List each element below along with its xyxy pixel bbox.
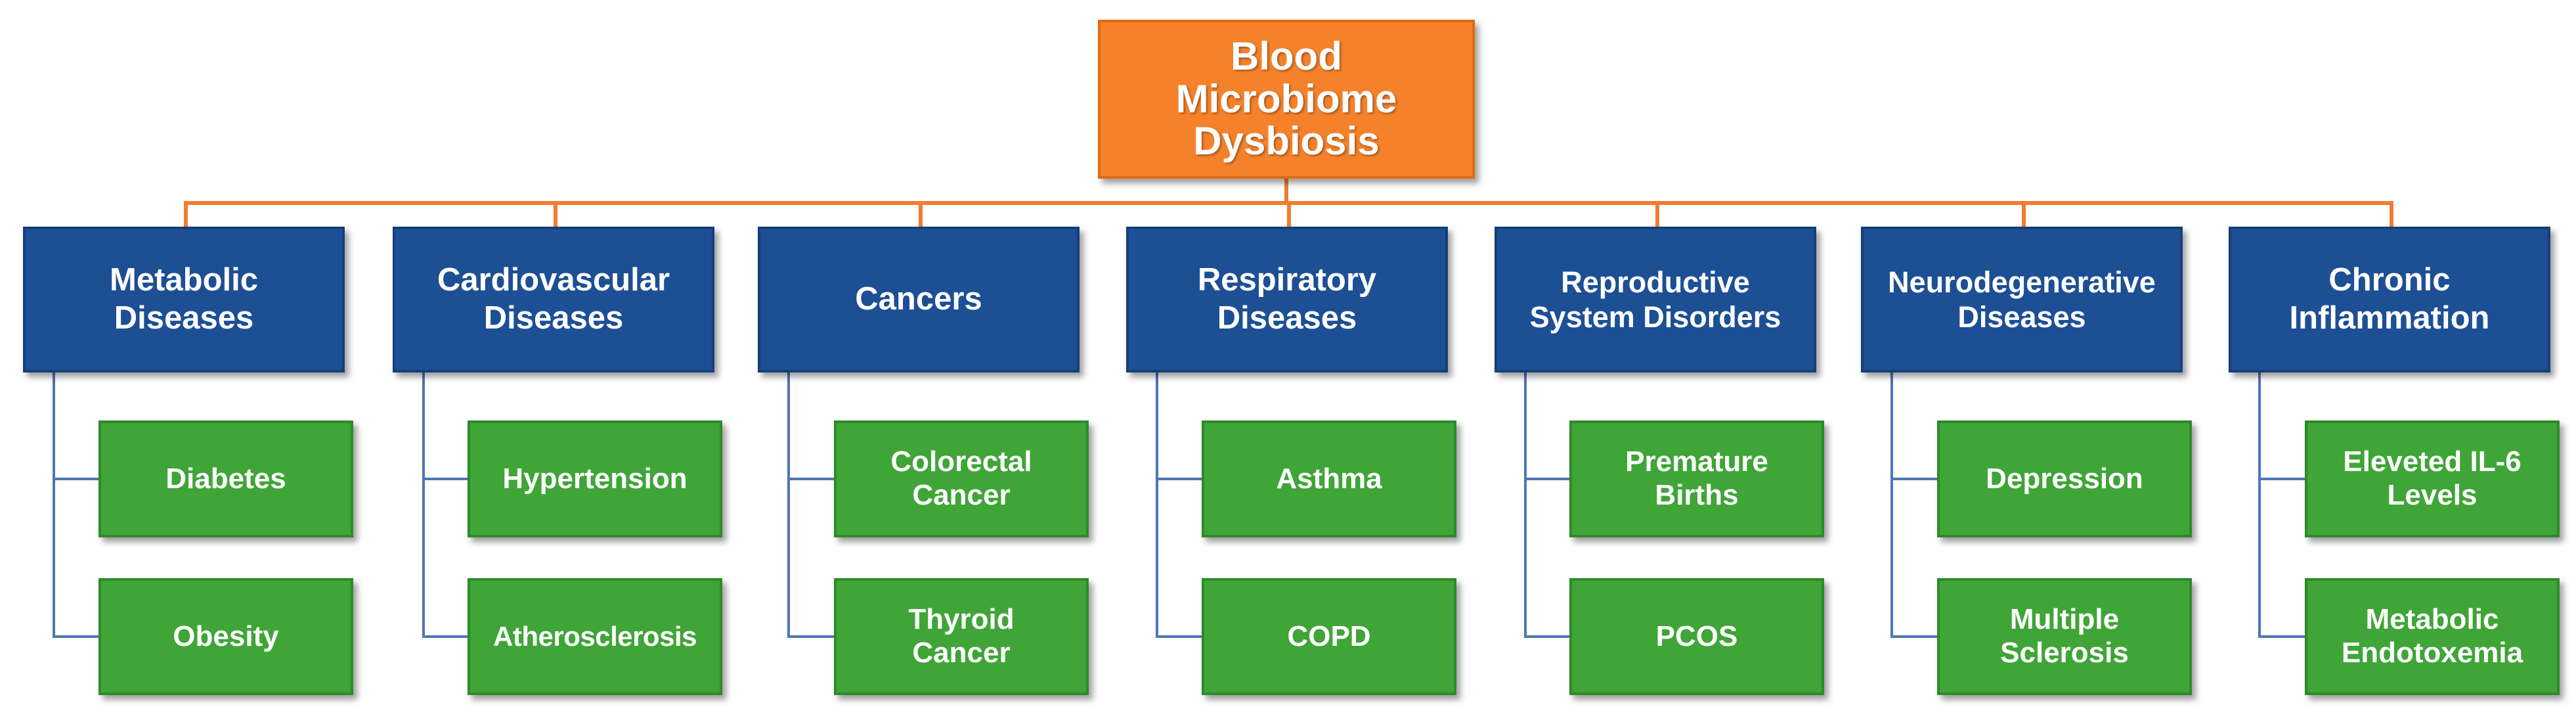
leaf-node-hypertension: Hypertension [468,420,722,537]
child-branch-connector [2258,478,2305,480]
category-label: Cardiovascular Diseases [437,262,670,336]
category-label: Cancers [855,281,982,317]
child-branch-connector [1524,478,1571,480]
child-branch-connector [1890,635,1938,638]
child-branch-connector [787,635,835,638]
leaf-label: Atherosclerosis [493,620,697,652]
category-node-chronic-inflammation: Chronic Inflammation [2229,227,2550,373]
child-spine-connector [422,373,425,637]
child-spine-connector [2258,373,2261,637]
leaf-label: Depression [1986,462,2143,495]
category-drop-connector [919,201,923,227]
leaf-label: Asthma [1276,462,1382,495]
leaf-label: Multiple Sclerosis [2000,603,2129,669]
leaf-label: Thyroid Cancer [908,603,1015,669]
category-node-reproductive: Reproductive System Disorders [1495,227,1816,373]
child-spine-connector [53,373,55,637]
leaf-label: Obesity [173,620,279,652]
category-label: Metabolic Diseases [110,262,258,336]
root-connector [1284,176,1288,205]
category-node-metabolic: Metabolic Diseases [23,227,345,373]
leaf-node-pcos: PCOS [1569,578,1824,695]
leaf-label: Eleveted IL-6 Levels [2343,445,2521,511]
child-branch-connector [1890,478,1938,480]
child-branch-connector [2258,635,2305,638]
leaf-node-elevated-il6: Eleveted IL-6 Levels [2305,420,2560,537]
child-branch-connector [1156,635,1203,638]
category-drop-connector [2022,201,2026,227]
leaf-label: Colorectal Cancer [890,445,1032,511]
category-label: Neurodegenerative Diseases [1888,265,2156,334]
root-node-label: Blood Microbiome Dysbiosis [1175,34,1397,164]
leaf-label: PCOS [1655,620,1738,652]
category-drop-connector [184,201,188,227]
child-branch-connector [53,478,100,480]
leaf-label: Diabetes [165,462,286,495]
child-branch-connector [422,635,469,638]
category-label: Chronic Inflammation [2289,262,2490,336]
leaf-node-obesity: Obesity [98,578,353,695]
child-branch-connector [422,478,469,480]
leaf-label: COPD [1287,620,1371,652]
child-spine-connector [1156,373,1158,637]
leaf-label: Metabolic Endotoxemia [2341,603,2523,669]
category-drop-connector [554,201,557,227]
root-node: Blood Microbiome Dysbiosis [1098,20,1475,179]
leaf-node-atherosclerosis: Atherosclerosis [468,578,722,695]
child-spine-connector [1890,373,1893,637]
category-node-cardiovascular: Cardiovascular Diseases [393,227,714,373]
category-label: Respiratory Diseases [1197,262,1377,336]
leaf-node-diabetes: Diabetes [98,420,353,537]
category-drop-connector [2390,201,2393,227]
category-label: Reproductive System Disorders [1529,265,1781,334]
category-node-respiratory: Respiratory Diseases [1126,227,1448,373]
leaf-node-colorectal-cancer: Colorectal Cancer [834,420,1089,537]
leaf-node-copd: COPD [1202,578,1456,695]
child-branch-connector [787,478,835,480]
leaf-node-depression: Depression [1937,420,2192,537]
child-spine-connector [787,373,790,637]
category-node-neurodegenerative: Neurodegenerative Diseases [1861,227,2183,373]
leaf-node-metabolic-endotoxemia: Metabolic Endotoxemia [2305,578,2560,695]
child-branch-connector [1524,635,1571,638]
leaf-node-multiple-sclerosis: Multiple Sclerosis [1937,578,2192,695]
leaf-node-premature-births: Premature Births [1569,420,1824,537]
leaf-node-thyroid-cancer: Thyroid Cancer [834,578,1089,695]
child-spine-connector [1524,373,1527,637]
leaf-label: Premature Births [1625,445,1768,511]
category-node-cancers: Cancers [758,227,1080,373]
child-branch-connector [1156,478,1203,480]
leaf-label: Hypertension [502,462,688,495]
child-branch-connector [53,635,100,638]
category-drop-connector [1287,201,1291,227]
category-drop-connector [1655,201,1659,227]
leaf-node-asthma: Asthma [1202,420,1456,537]
